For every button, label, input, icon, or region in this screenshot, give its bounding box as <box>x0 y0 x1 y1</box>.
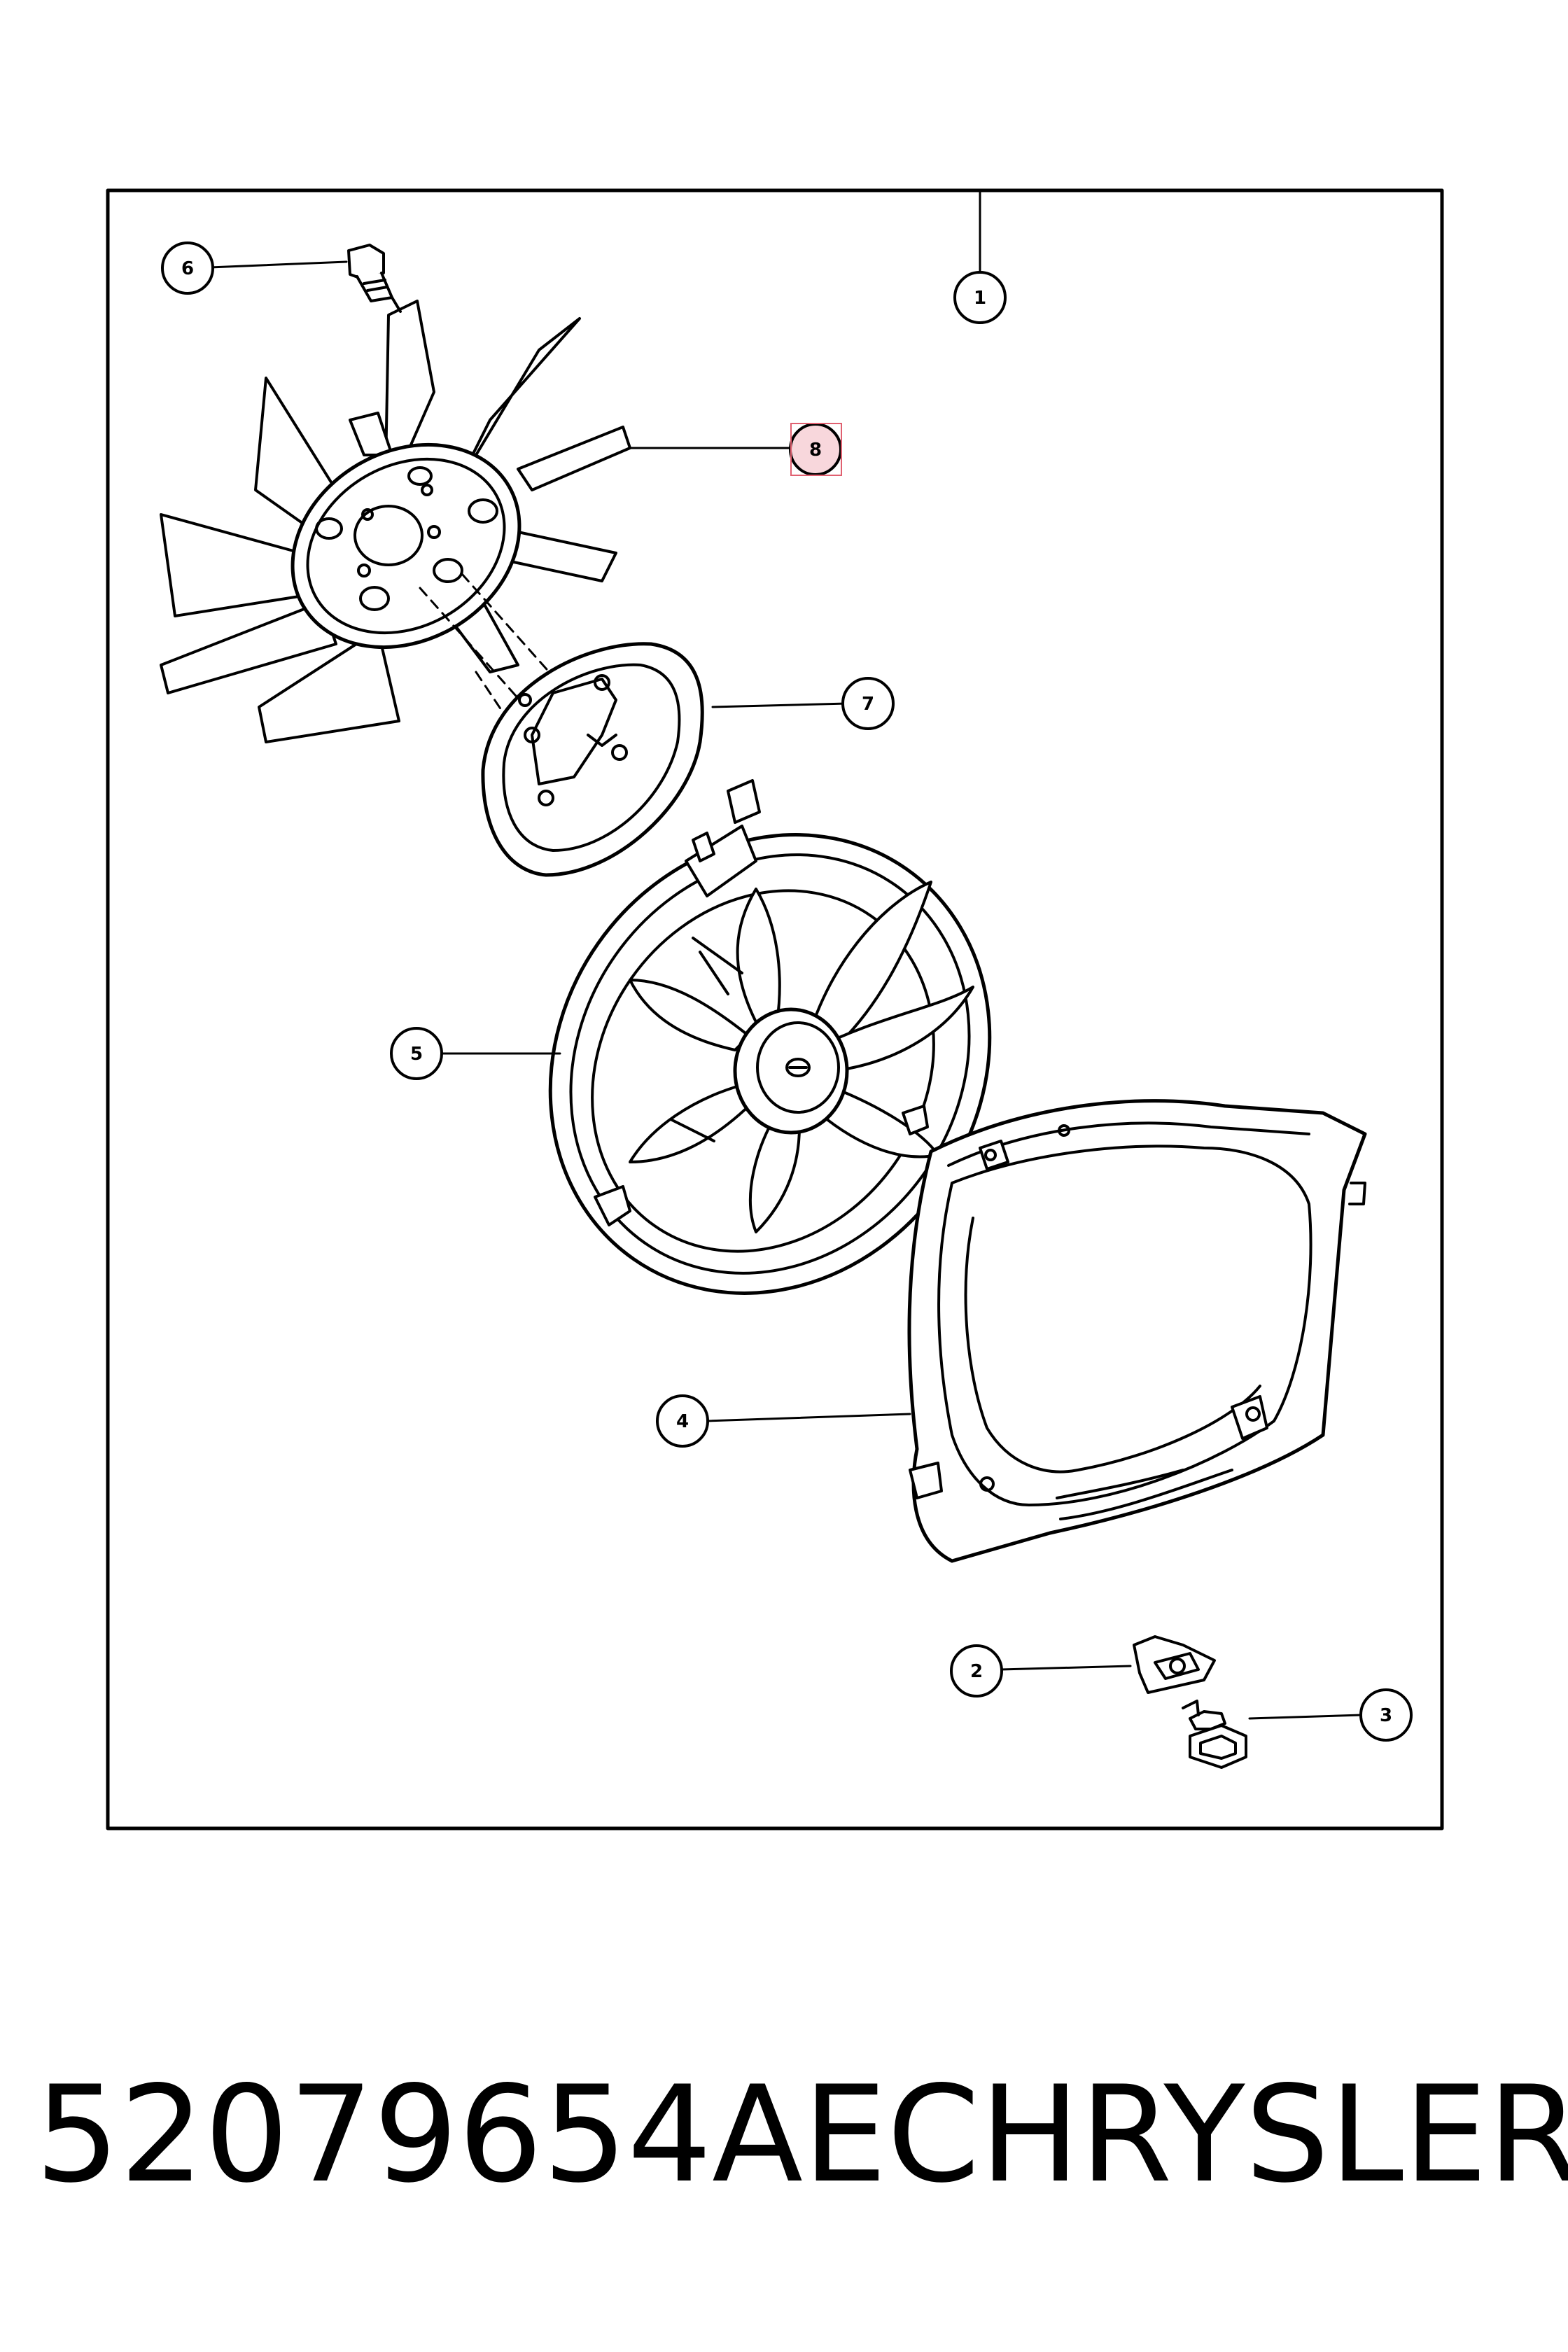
retainer-nut <box>1133 1635 1216 1694</box>
callout-2: 2 <box>950 1644 1003 1698</box>
assembly-frame <box>106 188 1444 1830</box>
callout-4: 4 <box>656 1394 709 1448</box>
callout-6: 6 <box>161 241 214 295</box>
callout-2-label: 2 <box>970 1661 983 1682</box>
callout-5-label: 5 <box>410 1044 423 1065</box>
callout-3: 3 <box>1359 1688 1413 1742</box>
fan-bolt <box>347 244 402 313</box>
callout-8-label: 8 <box>809 440 822 461</box>
fan-clutch-plate <box>481 642 704 877</box>
callout-7-label: 7 <box>862 694 874 715</box>
shroud-bolt <box>1182 1700 1247 1769</box>
callout-8: 8 <box>789 423 842 476</box>
callout-1-label: 1 <box>974 288 986 309</box>
callout-6-label: 6 <box>181 258 194 279</box>
callout-4-label: 4 <box>676 1411 689 1432</box>
leader-lines <box>209 189 1363 1720</box>
callout-7: 7 <box>841 677 895 730</box>
brand-name: CHRYSLER <box>887 2057 1568 2212</box>
callout-3-label: 3 <box>1380 1705 1392 1726</box>
fan-blade <box>160 300 631 743</box>
callout-5: 5 <box>390 1027 443 1080</box>
part-number: 52079654AE <box>35 2057 888 2212</box>
callout-1: 1 <box>953 271 1007 324</box>
electric-fan-shroud <box>548 779 992 1295</box>
part-caption: 52079654AE CHRYSLER <box>35 2057 1568 2212</box>
radiator-shroud <box>907 1099 1367 1563</box>
